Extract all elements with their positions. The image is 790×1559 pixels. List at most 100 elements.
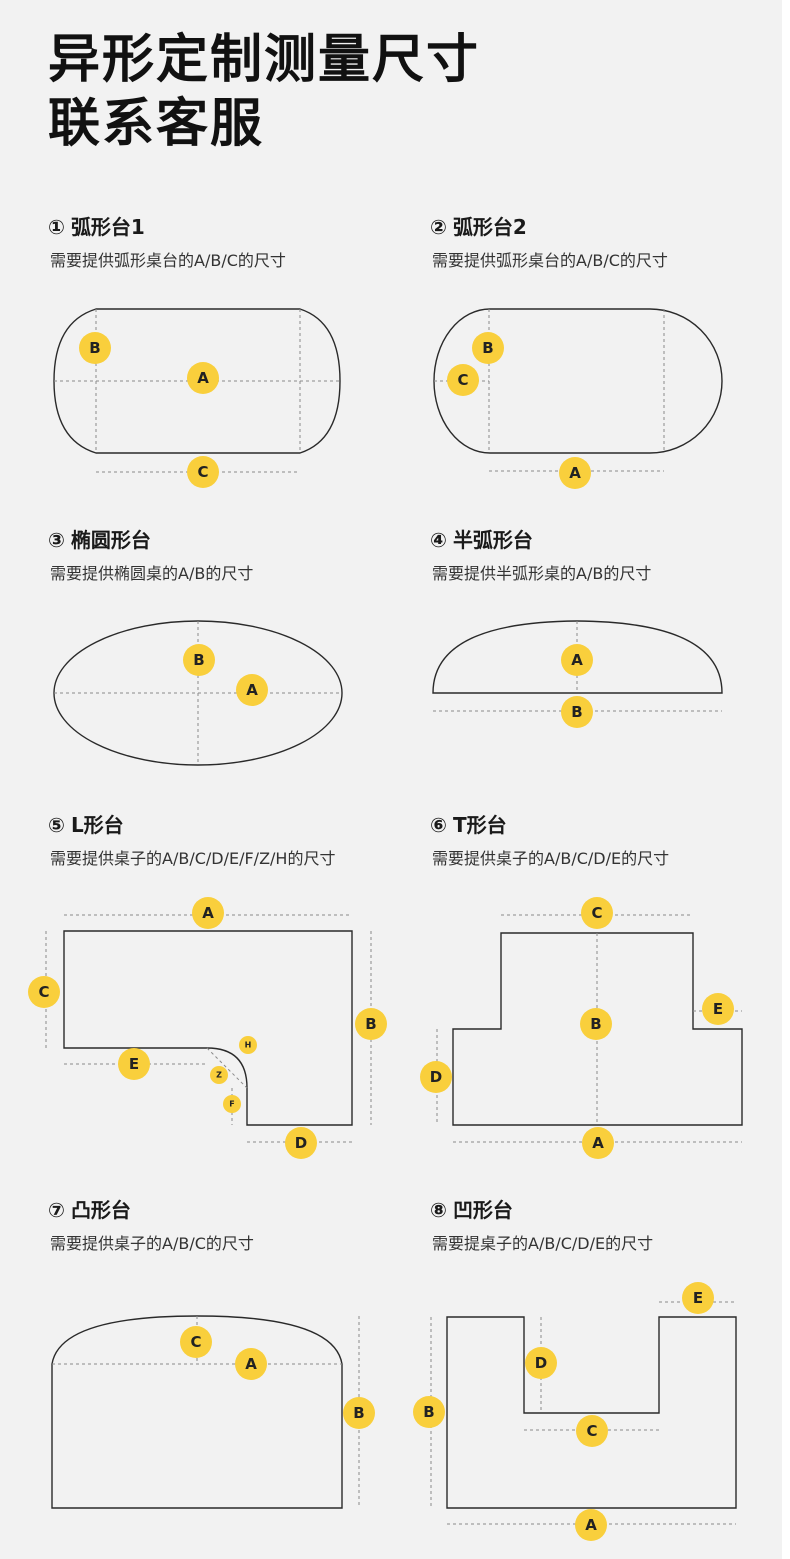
section-7-description: 需要提供桌子的A/B/C的尺寸	[50, 1234, 254, 1253]
t-table-outline	[452, 932, 743, 1126]
svg-text:B: B	[353, 1404, 364, 1422]
diagram-arc-table-1: B A C	[53, 308, 341, 488]
half-arc-table-badge-a: A	[561, 644, 593, 676]
svg-text:E: E	[713, 1000, 723, 1018]
arc-table-2-badge-b: B	[472, 332, 504, 364]
section-4-description: 需要提供半弧形桌的A/B的尺寸	[432, 564, 652, 583]
svg-text:B: B	[423, 1403, 434, 1421]
arc-table-1-badge-a: A	[187, 362, 219, 394]
arc-table-2-outline	[433, 308, 723, 454]
svg-text:C: C	[591, 904, 602, 922]
arc-table-1-outline	[53, 308, 341, 454]
section-5-number: ⑤	[48, 813, 65, 837]
svg-text:C: C	[457, 371, 468, 389]
l-table-outline	[63, 930, 353, 1126]
svg-text:A: A	[202, 904, 214, 922]
l-table-dimension-z	[206, 1047, 248, 1089]
page-right-edge	[782, 0, 790, 1559]
l-table-badge-z: Z	[210, 1066, 228, 1084]
convex-table-badge-c: C	[180, 1326, 212, 1358]
l-table-badge-e: E	[118, 1048, 150, 1080]
oval-table-badge-a: A	[236, 674, 268, 706]
svg-text:A: A	[245, 1355, 257, 1373]
section-5-name: L形台	[70, 813, 124, 837]
section-8-number: ⑧	[430, 1198, 447, 1222]
t-table-badge-d: D	[420, 1061, 452, 1093]
svg-text:C: C	[197, 463, 208, 481]
svg-text:B: B	[89, 339, 100, 357]
svg-text:C: C	[38, 983, 49, 1001]
svg-text:A: A	[585, 1516, 597, 1534]
arc-table-1-badge-c: C	[187, 456, 219, 488]
section-1-description: 需要提供弧形桌台的A/B/C的尺寸	[50, 251, 286, 270]
diagram-l-table: A B C E D H Z F	[28, 897, 387, 1159]
section-7-number: ⑦	[48, 1198, 65, 1222]
concave-table-badge-c: C	[576, 1415, 608, 1447]
l-table-badge-c: C	[28, 976, 60, 1008]
section-2-number: ②	[430, 215, 447, 239]
l-table-badge-a: A	[192, 897, 224, 929]
t-table-badge-b: B	[580, 1008, 612, 1040]
diagram-convex-table: C A B	[51, 1315, 375, 1509]
section-6-description: 需要提供桌子的A/B/C/D/E的尺寸	[432, 849, 670, 868]
concave-table-badge-e: E	[682, 1282, 714, 1314]
svg-text:H: H	[245, 1041, 252, 1050]
diagram-half-arc-table: A B	[432, 620, 723, 728]
concave-table-badge-a: A	[575, 1509, 607, 1541]
section-3-name: 椭圆形台	[70, 528, 151, 552]
diagram-concave-table: E D C B A	[413, 1282, 737, 1541]
section-3-description: 需要提供椭圆桌的A/B的尺寸	[50, 564, 254, 583]
convex-table-badge-a: A	[235, 1348, 267, 1380]
svg-text:D: D	[295, 1134, 307, 1152]
l-table-badge-b: B	[355, 1008, 387, 1040]
l-table-badge-h: H	[239, 1036, 257, 1054]
t-table-badge-c: C	[581, 897, 613, 929]
l-table-badge-d: D	[285, 1127, 317, 1159]
diagram-oval-table: B A	[53, 620, 343, 766]
convex-table-badge-b: B	[343, 1397, 375, 1429]
arc-table-2-badge-a: A	[559, 457, 591, 489]
svg-text:B: B	[571, 703, 582, 721]
diagram-t-table: C B E D A	[420, 897, 743, 1159]
concave-table-badge-b: B	[413, 1396, 445, 1428]
oval-table-badge-b: B	[183, 644, 215, 676]
svg-text:B: B	[193, 651, 204, 669]
concave-table-outline	[446, 1316, 737, 1509]
svg-text:E: E	[693, 1289, 703, 1307]
t-table-badge-a: A	[582, 1127, 614, 1159]
svg-text:B: B	[482, 339, 493, 357]
arc-table-2-badge-c: C	[447, 364, 479, 396]
diagram-arc-table-2: B C A	[433, 308, 723, 489]
arc-table-1-badge-b: B	[79, 332, 111, 364]
svg-text:D: D	[430, 1068, 442, 1086]
section-3-number: ③	[48, 528, 65, 552]
section-4-name: 半弧形台	[452, 528, 533, 552]
section-5-description: 需要提供桌子的A/B/C/D/E/F/Z/H的尺寸	[50, 849, 336, 868]
svg-text:A: A	[571, 651, 583, 669]
section-2-description: 需要提供弧形桌台的A/B/C的尺寸	[432, 251, 668, 270]
svg-text:A: A	[569, 464, 581, 482]
svg-text:Z: Z	[216, 1071, 222, 1080]
svg-text:A: A	[246, 681, 258, 699]
section-4-number: ④	[430, 528, 447, 552]
svg-text:B: B	[365, 1015, 376, 1033]
svg-text:D: D	[535, 1354, 547, 1372]
svg-text:C: C	[586, 1422, 597, 1440]
page-title-line-2: 联系客服	[48, 94, 265, 154]
section-8-description: 需要提桌子的A/B/C/D/E的尺寸	[432, 1234, 654, 1253]
page-title-line-1: 异形定制测量尺寸	[48, 30, 481, 90]
svg-text:E: E	[129, 1055, 139, 1073]
section-1-name: 弧形台1	[70, 215, 145, 239]
section-6-name: T形台	[452, 813, 507, 837]
half-arc-table-badge-b: B	[561, 696, 593, 728]
section-7-name: 凸形台	[70, 1198, 131, 1222]
svg-text:A: A	[592, 1134, 604, 1152]
